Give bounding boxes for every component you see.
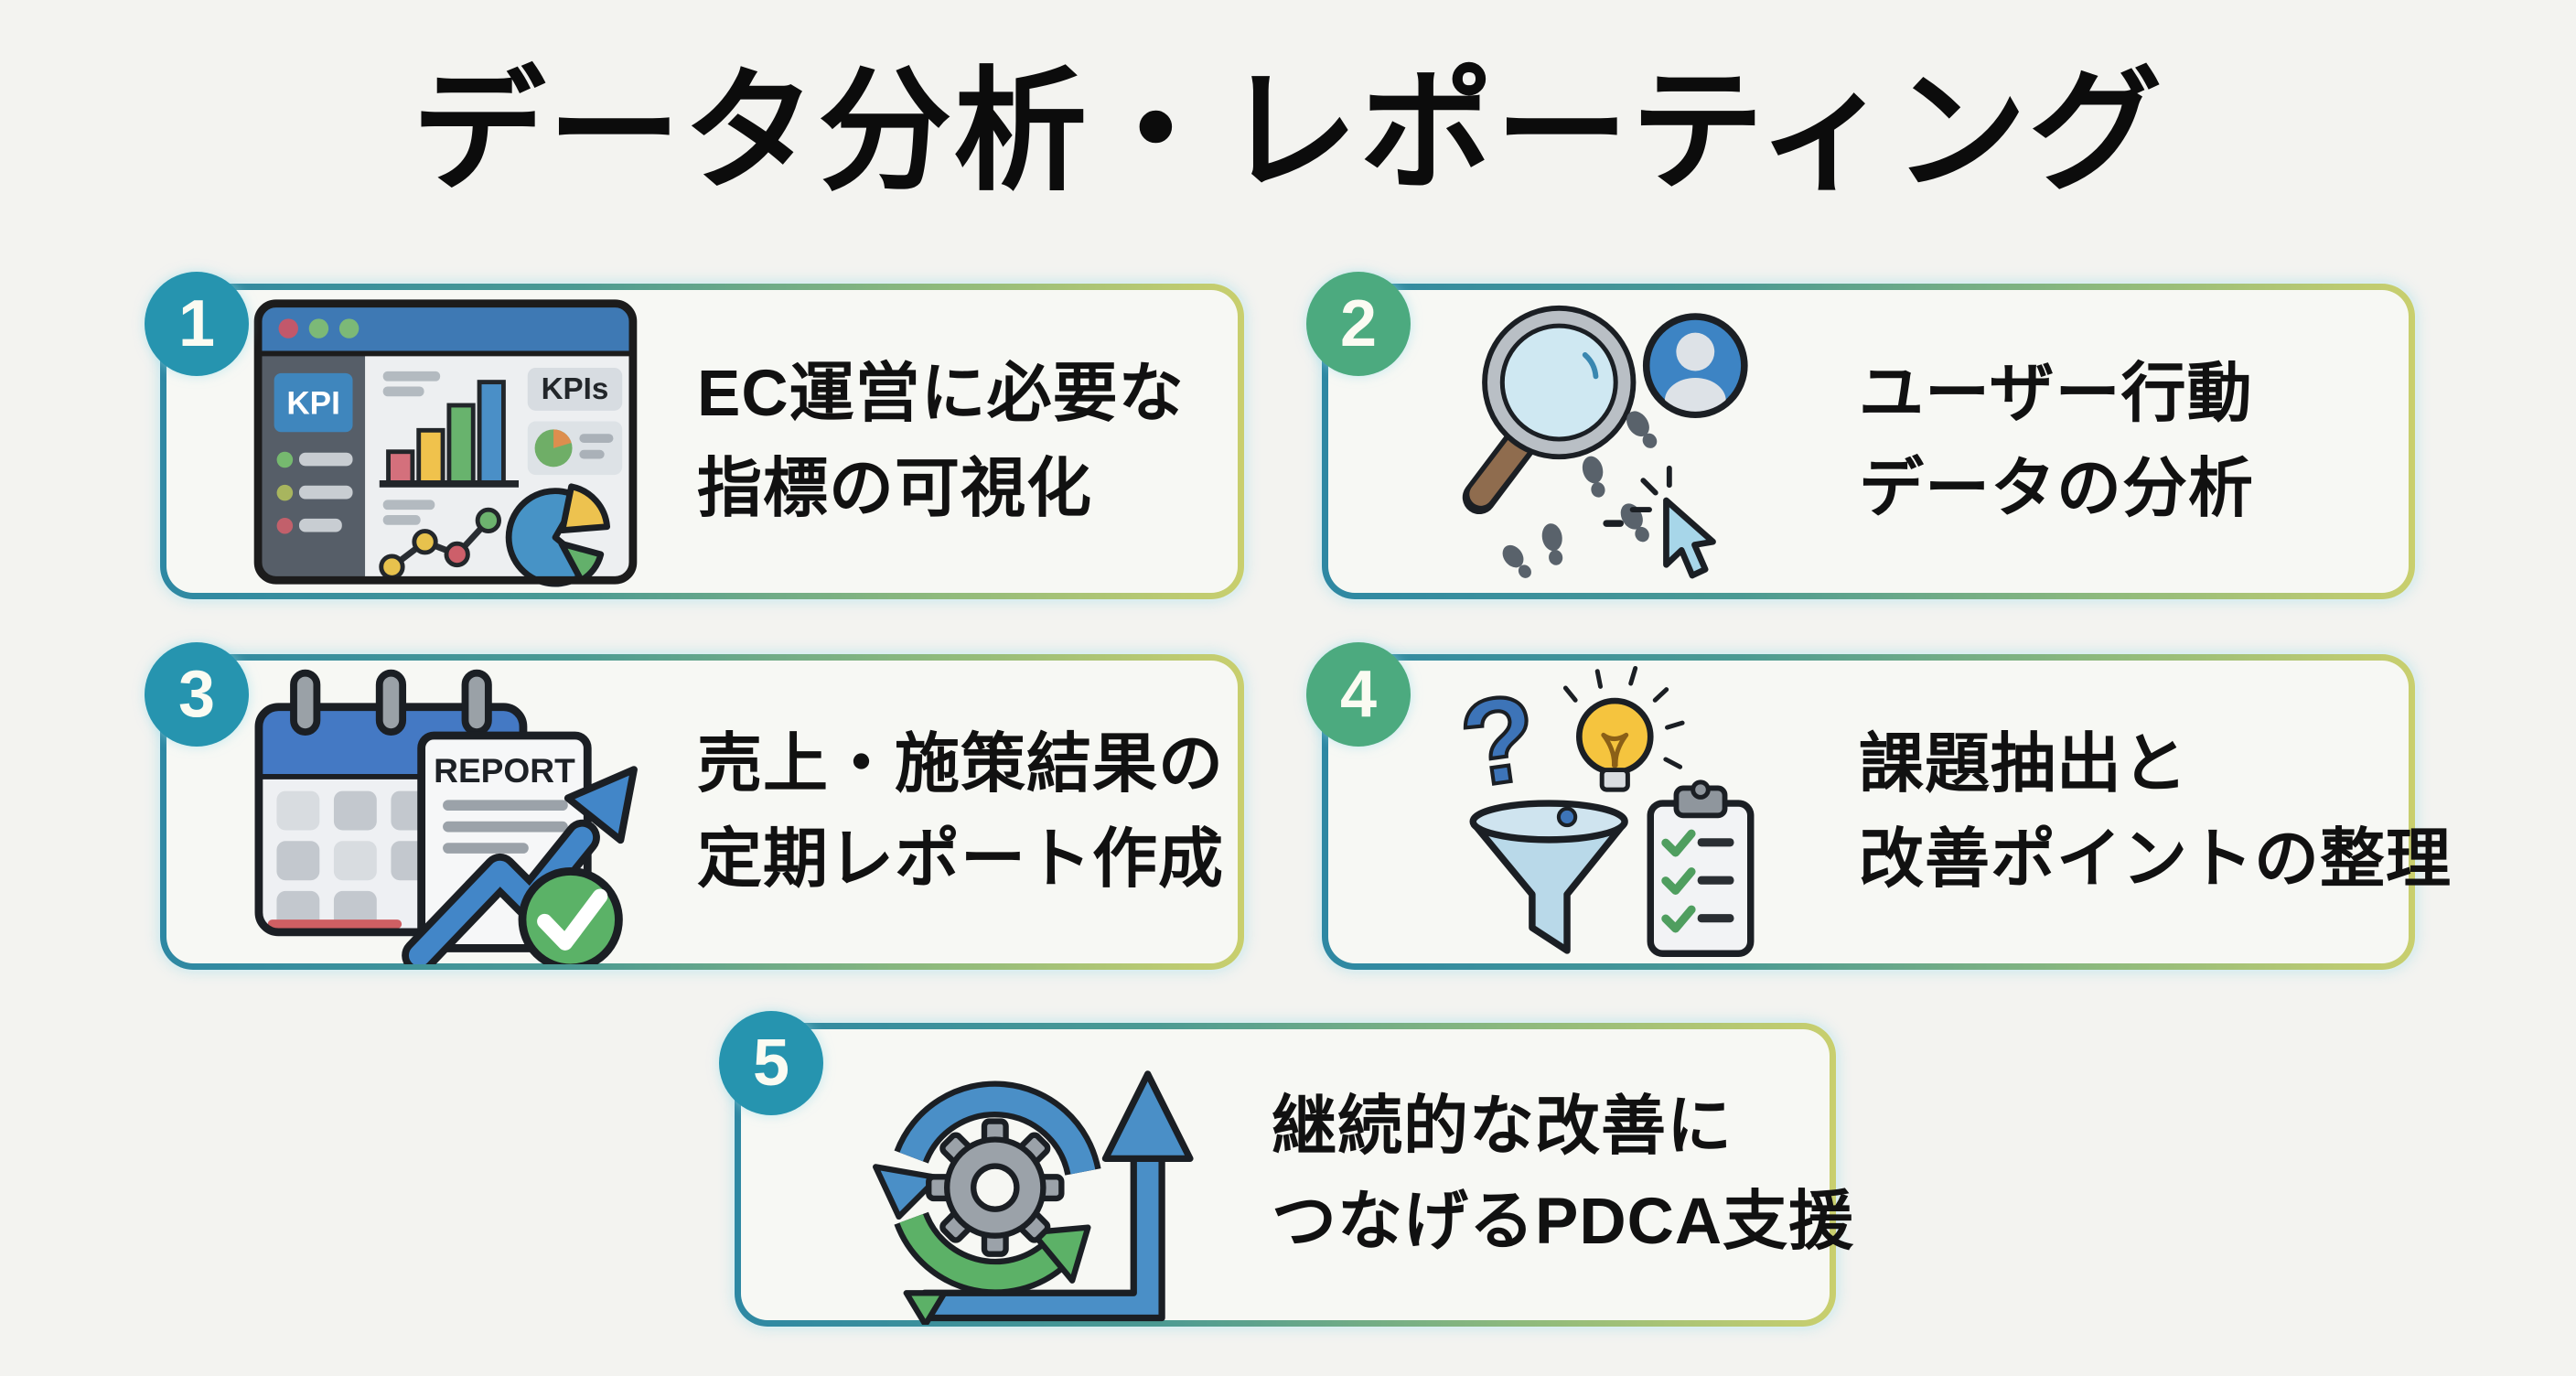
report-label: REPORT — [434, 750, 575, 789]
report-calendar-icon: REPORT — [254, 669, 638, 964]
card-3: 3 REPORT — [145, 642, 1244, 970]
card-5-text: 継続的な改善に つなげるPDCA支援 — [1272, 1080, 1854, 1269]
card-2-line1: ユーザー行動 — [1859, 357, 2253, 430]
card-3-text: 売上・施策結果の 定期レポート作成 — [697, 717, 1224, 907]
kpi-label: KPI — [286, 385, 340, 421]
card-5-number: 5 — [752, 1027, 790, 1100]
gear-icon — [926, 1117, 1065, 1257]
footprints — [1502, 411, 1658, 578]
card-4-number: 4 — [1339, 658, 1378, 731]
page-title: データ分析・レポーティング — [412, 57, 2164, 206]
checklist-clipboard-icon — [1647, 779, 1755, 957]
card-1-line1: EC運営に必要な — [697, 357, 1185, 430]
card-3-icon-box: REPORT — [240, 661, 651, 964]
card-5-line1: 継続的な改善に — [1272, 1091, 1733, 1164]
question-mark-icon: ? — [1452, 667, 1547, 815]
card-1-line2: 指標の可視化 — [697, 452, 1093, 525]
card-2-number: 2 — [1339, 287, 1378, 360]
card-3-number-badge: 3 — [145, 642, 249, 747]
card-5-line2: つなげるPDCA支援 — [1272, 1186, 1855, 1258]
card-4-line2: 改善ポイントの整理 — [1859, 822, 2453, 896]
lightbulb-icon — [1562, 665, 1685, 792]
user-behavior-icon — [1462, 305, 1748, 579]
card-2-line2: データの分析 — [1859, 452, 2255, 525]
card-4: 4 ? — [1306, 642, 2451, 970]
kpi-dashboard-icon: KPI KPIs — [253, 298, 638, 586]
card-3-line1: 売上・施策結果の — [697, 727, 1225, 801]
card-2-text: ユーザー行動 データの分析 — [1859, 347, 2390, 536]
cursor-click-icon — [1603, 465, 1716, 579]
card-2: 2 — [1306, 272, 2415, 599]
card-3-body: REPORT 売上・施策結果の 定期レポート作成 — [166, 661, 1238, 964]
funnel-icon — [1469, 799, 1628, 954]
card-1-number-badge: 1 — [145, 272, 249, 376]
card-4-number-badge: 4 — [1306, 642, 1411, 747]
card-4-icon-box: ? — [1401, 661, 1813, 964]
card-5: 5 — [719, 1011, 1853, 1327]
card-5-icon-box — [814, 1026, 1226, 1325]
card-3-number: 3 — [177, 658, 216, 731]
funnel-checklist-icon: ? — [1452, 665, 1755, 957]
card-1-text: EC運営に必要な 指標の可視化 — [697, 347, 1219, 536]
card-1-icon-box: KPI KPIs — [240, 295, 651, 589]
card-2-icon-box — [1401, 292, 1813, 591]
card-1-body: KPI KPIs — [166, 290, 1238, 593]
card-1-number: 1 — [177, 287, 216, 360]
svg-text:?: ? — [1453, 669, 1545, 813]
card-4-line1: 課題抽出と — [1859, 727, 2189, 801]
card-2-number-badge: 2 — [1306, 272, 1411, 376]
card-5-number-badge: 5 — [719, 1011, 823, 1115]
card-5-body: 継続的な改善に つなげるPDCA支援 — [741, 1029, 1853, 1325]
kpis-label: KPIs — [542, 372, 609, 406]
card-3-line2: 定期レポート作成 — [697, 822, 1225, 896]
card-1: 1 KPI — [145, 272, 1244, 599]
card-2-body: ユーザー行動 データの分析 — [1328, 290, 2409, 593]
card-4-text: 課題抽出と 改善ポイントの整理 — [1859, 717, 2452, 907]
pdca-cycle-icon — [873, 1070, 1194, 1325]
card-4-body: ? — [1328, 661, 2451, 964]
